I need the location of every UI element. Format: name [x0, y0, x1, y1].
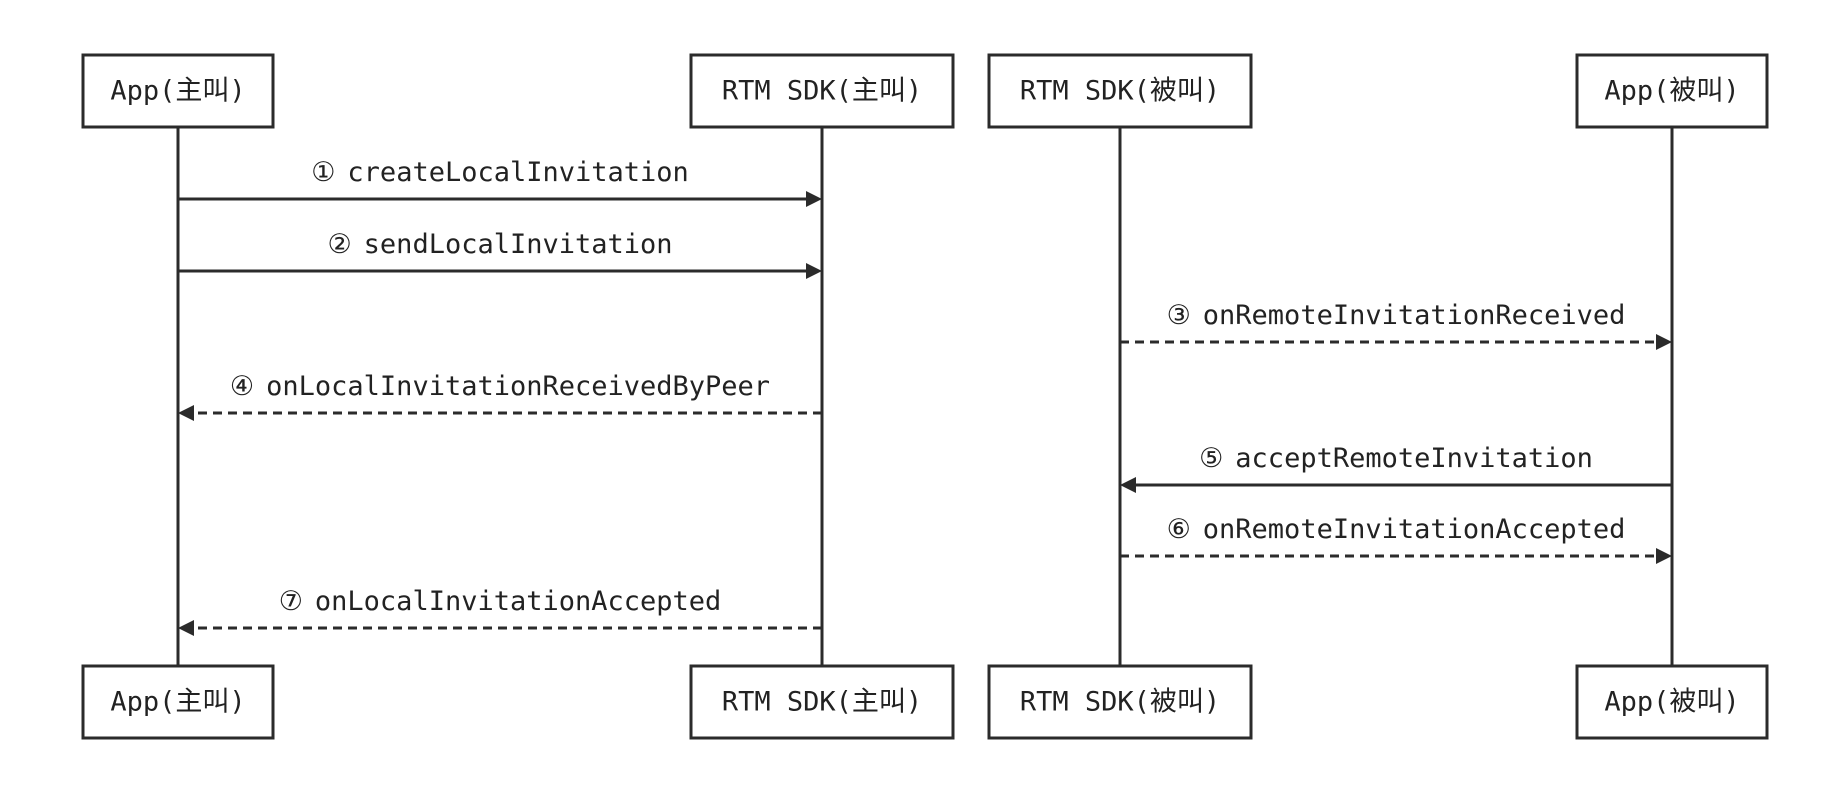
participant-label: App(主叫) — [110, 687, 245, 718]
message-label: ② sendLocalInvitation — [327, 229, 672, 260]
participant-label: RTM SDK(被叫) — [1020, 76, 1220, 107]
participant-label: RTM SDK(被叫) — [1020, 687, 1220, 718]
step-number: ⑤ — [1199, 443, 1223, 474]
participant-box-top-caller-app: App(主叫) — [81, 53, 275, 129]
message-label: ③ onRemoteInvitationReceived — [1167, 300, 1626, 331]
message-5: ⑤ acceptRemoteInvitation — [1120, 443, 1672, 493]
participant-label: App(主叫) — [110, 76, 245, 107]
participant-box-frame — [1575, 664, 1769, 740]
arrow-head-icon — [1120, 477, 1136, 493]
participant-box-frame — [987, 53, 1253, 129]
message-6: ⑥ onRemoteInvitationAccepted — [1120, 514, 1672, 564]
participant-box-top-callee-sdk: RTM SDK(被叫) — [987, 53, 1253, 129]
message-text: onRemoteInvitationAccepted — [1203, 514, 1626, 545]
participant-label: App(被叫) — [1604, 76, 1739, 107]
participant-boxes: App(主叫) RTM SDK(主叫) RTM SDK(被叫) App(被叫) App(… — [81, 53, 1769, 740]
participant-box-bottom-callee-app: App(被叫) — [1575, 664, 1769, 740]
message-label: ⑦ onLocalInvitationAccepted — [279, 586, 722, 617]
message-2: ② sendLocalInvitation — [178, 229, 822, 279]
message-1: ① createLocalInvitation — [178, 157, 822, 207]
participant-box-bottom-callee-sdk: RTM SDK(被叫) — [987, 664, 1253, 740]
step-number: ⑦ — [279, 586, 303, 617]
participant-box-frame — [81, 664, 275, 740]
participant-box-frame — [689, 664, 955, 740]
step-number: ② — [327, 229, 351, 260]
arrow-head-icon — [806, 191, 822, 207]
step-number: ③ — [1167, 300, 1191, 331]
participant-box-top-caller-sdk: RTM SDK(主叫) — [689, 53, 955, 129]
participant-box-frame — [689, 53, 955, 129]
step-number: ① — [311, 157, 335, 188]
message-label: ⑤ acceptRemoteInvitation — [1199, 443, 1593, 474]
messages: ① createLocalInvitation ② sendLocalInvitati… — [178, 157, 1672, 636]
arrow-head-icon — [1656, 548, 1672, 564]
step-number: ⑥ — [1167, 514, 1191, 545]
participant-box-frame — [987, 664, 1253, 740]
participant-box-frame — [1575, 53, 1769, 129]
message-text: createLocalInvitation — [347, 157, 688, 188]
participant-label: App(被叫) — [1604, 687, 1739, 718]
participant-box-frame — [81, 53, 275, 129]
message-text: onLocalInvitationReceivedByPeer — [266, 371, 770, 402]
message-7: ⑦ onLocalInvitationAccepted — [178, 586, 822, 636]
message-text: onRemoteInvitationReceived — [1203, 300, 1626, 331]
arrow-head-icon — [178, 405, 194, 421]
message-label: ⑥ onRemoteInvitationAccepted — [1167, 514, 1626, 545]
participant-label: RTM SDK(主叫) — [722, 687, 922, 718]
participant-box-top-callee-app: App(被叫) — [1575, 53, 1769, 129]
message-text: sendLocalInvitation — [364, 229, 673, 260]
message-label: ① createLocalInvitation — [311, 157, 689, 188]
message-text: acceptRemoteInvitation — [1235, 443, 1593, 474]
step-number: ④ — [230, 371, 254, 402]
participant-box-bottom-caller-app: App(主叫) — [81, 664, 275, 740]
arrow-head-icon — [178, 620, 194, 636]
message-text: onLocalInvitationAccepted — [315, 586, 721, 617]
message-3: ③ onRemoteInvitationReceived — [1120, 300, 1672, 350]
arrow-head-icon — [1656, 334, 1672, 350]
participant-box-bottom-caller-sdk: RTM SDK(主叫) — [689, 664, 955, 740]
participant-label: RTM SDK(主叫) — [722, 76, 922, 107]
message-label: ④ onLocalInvitationReceivedByPeer — [230, 371, 770, 402]
arrow-head-icon — [806, 263, 822, 279]
message-4: ④ onLocalInvitationReceivedByPeer — [178, 371, 822, 421]
lifelines — [176, 127, 1674, 666]
